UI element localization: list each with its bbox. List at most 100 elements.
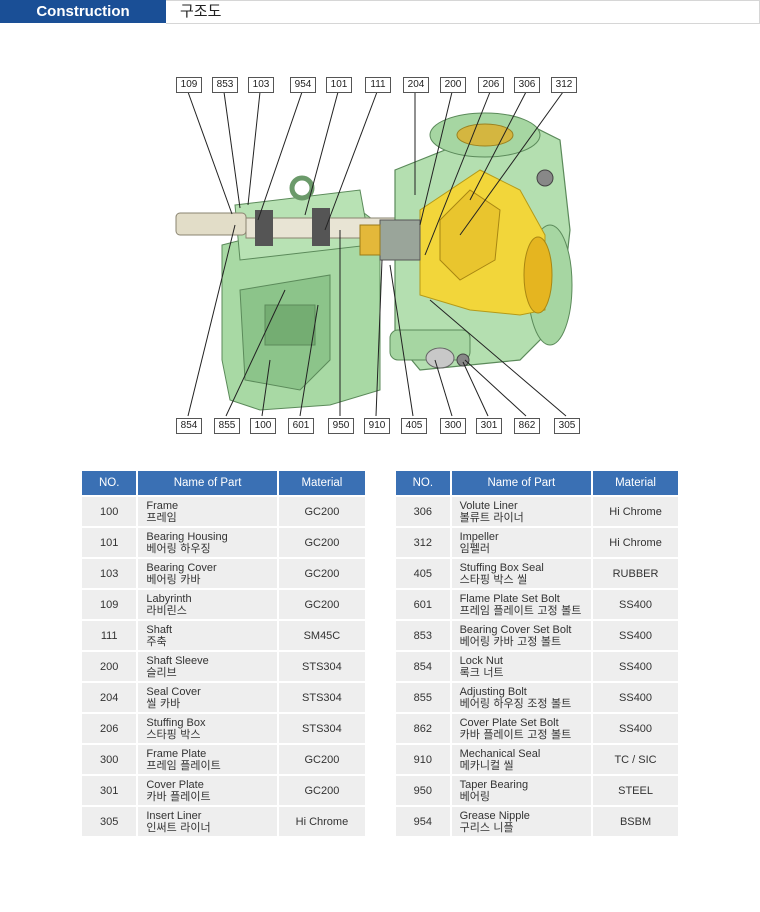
part-name-en: Bearing Cover Set Bolt xyxy=(459,623,572,636)
part-name-ko: 메카니컬 씰 xyxy=(459,758,514,772)
part-material: SS400 xyxy=(592,619,678,651)
part-material: GC200 xyxy=(277,588,365,620)
part-name-ko: 프레임 xyxy=(146,510,177,524)
part-no: 312 xyxy=(396,526,452,558)
col-no: NO. xyxy=(396,471,452,496)
part-no: 910 xyxy=(396,743,452,775)
table-header-row: NO. Name of Part Material xyxy=(82,471,365,496)
callout-950: 950 xyxy=(328,418,354,434)
part-name-ko: 카바 플레이트 고정 볼트 xyxy=(459,727,572,741)
part-name-en: Adjusting Bolt xyxy=(459,685,527,698)
part-no: 100 xyxy=(82,495,139,527)
part-no: 204 xyxy=(82,681,139,713)
col-material: Material xyxy=(592,471,678,496)
header-bar xyxy=(166,0,760,24)
part-name-ko: 프레임 플레이트 xyxy=(146,758,221,772)
table-header-row: NO. Name of Part Material xyxy=(396,471,678,496)
part-no: 111 xyxy=(82,619,139,651)
part-material: GC200 xyxy=(277,774,365,806)
part-no: 854 xyxy=(396,650,452,682)
part-no: 101 xyxy=(82,526,139,558)
callout-305: 305 xyxy=(554,418,580,434)
part-material: SS400 xyxy=(592,650,678,682)
part-name-en: Grease Nipple xyxy=(459,809,530,822)
part-name-ko: 베어링 하우징 xyxy=(146,541,211,555)
part-name-en: Flame Plate Set Bolt xyxy=(459,592,560,605)
part-name-en: Cover Plate xyxy=(146,778,204,791)
part-name-ko: 임펠러 xyxy=(459,541,490,555)
part-name-ko: 베어링 카바 고정 볼트 xyxy=(459,634,562,648)
callout-300: 300 xyxy=(440,418,466,434)
callout-101: 101 xyxy=(326,77,352,93)
part-no: 405 xyxy=(396,557,452,589)
part-no: 853 xyxy=(396,619,452,651)
part-material: GC200 xyxy=(277,557,365,589)
callout-853: 853 xyxy=(212,77,238,93)
part-name-ko: 구리스 니플 xyxy=(459,820,514,834)
callout-301: 301 xyxy=(476,418,502,434)
part-name-en: Bearing Housing xyxy=(146,530,228,543)
part-no: 862 xyxy=(396,712,452,744)
part-name-en: Taper Bearing xyxy=(459,778,529,791)
callout-405: 405 xyxy=(401,418,427,434)
callout-862: 862 xyxy=(514,418,540,434)
part-material: STS304 xyxy=(277,712,365,744)
part-no: 950 xyxy=(396,774,452,806)
part-name-en: Shaft xyxy=(146,623,173,636)
part-no: 206 xyxy=(82,712,139,744)
part-name-ko: 스타핑 박스 씰 xyxy=(459,572,528,586)
callout-100: 100 xyxy=(250,418,276,434)
pump-illustration xyxy=(175,91,573,417)
col-no: NO. xyxy=(82,471,139,496)
part-material: STS304 xyxy=(277,650,365,682)
callout-854: 854 xyxy=(176,418,202,434)
section-subtitle: 구조도 xyxy=(180,2,222,20)
callout-109: 109 xyxy=(176,77,202,93)
part-no: 301 xyxy=(82,774,139,806)
part-name-en: Mechanical Seal xyxy=(459,747,541,760)
part-name-ko: 록크 너트 xyxy=(459,665,504,679)
part-material: Hi Chrome xyxy=(592,495,678,527)
callout-306: 306 xyxy=(514,77,540,93)
section-header: Construction 구조도 xyxy=(0,0,760,24)
part-name-ko: 베어링 xyxy=(459,789,490,803)
part-material: SM45C xyxy=(277,619,365,651)
leader-lines xyxy=(187,91,564,256)
part-no: 300 xyxy=(82,743,139,775)
part-material: RUBBER xyxy=(592,557,678,589)
part-name-en: Volute Liner xyxy=(459,499,518,512)
part-name-en: Seal Cover xyxy=(146,685,201,698)
